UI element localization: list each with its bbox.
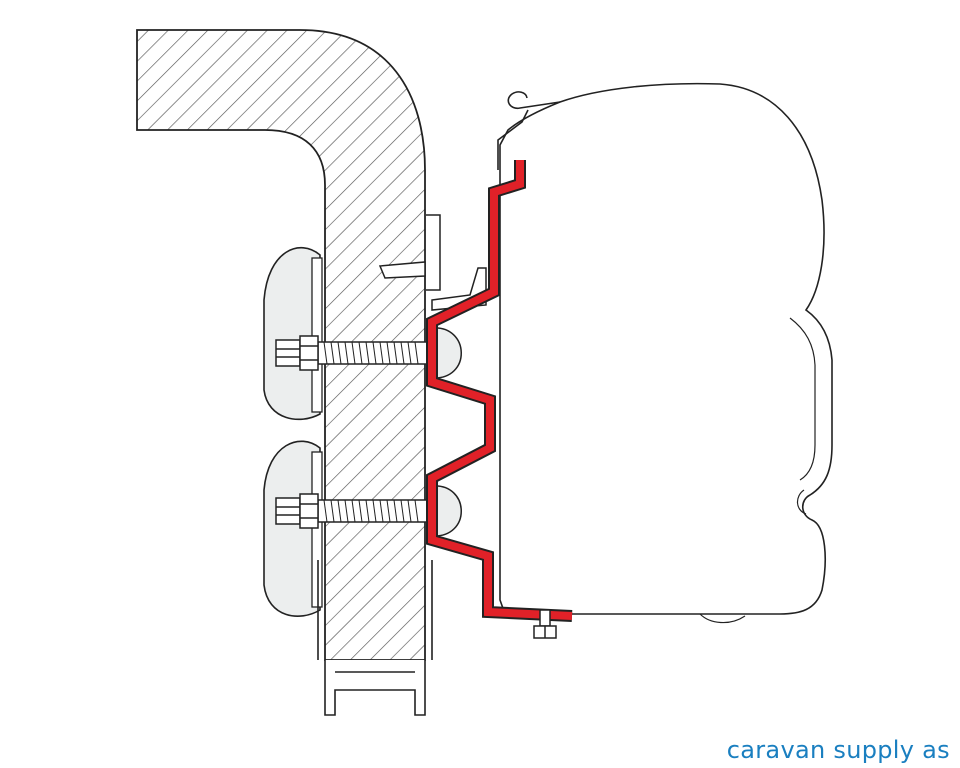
brand-logo-text: caravan supply as — [726, 736, 950, 764]
wall-anchor-pad-upper — [263, 246, 323, 421]
adapter-bracket-red-fill — [428, 160, 573, 620]
wall-anchor-pad-lower — [263, 440, 323, 617]
awning-cassette-profile — [499, 82, 833, 624]
nut-upper — [275, 335, 319, 371]
bottom-screw — [533, 609, 557, 639]
lower-frame-profile — [317, 560, 433, 716]
mounting-rail-profile — [497, 91, 561, 170]
nut-lower — [275, 493, 319, 529]
